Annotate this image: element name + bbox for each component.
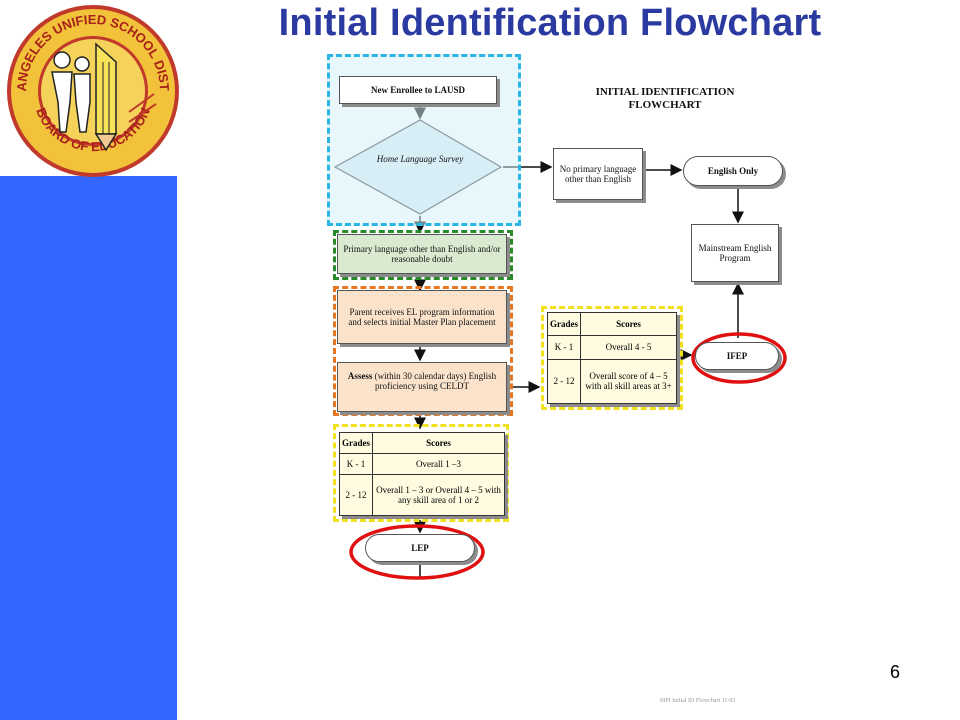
ifep-table-header-grades: Grades <box>547 311 581 337</box>
table-cell: K - 1 <box>339 453 373 476</box>
new-enrollee-box: New Enrollee to LAUSD <box>339 76 497 104</box>
flowchart-diagram: INITIAL IDENTIFICATION FLOWCHART New Enr… <box>325 50 795 590</box>
lep-highlight-circle <box>349 524 485 580</box>
table-row: 2 - 12 Overall score of 4 – 5 with all s… <box>547 358 677 405</box>
table-cell: Overall 1 –3 <box>372 453 505 476</box>
flowchart-title-line2: FLOWCHART <box>628 99 702 112</box>
table-row: 2 - 12 Overall 1 – 3 or Overall 4 – 5 wi… <box>339 474 505 516</box>
no-primary-language-box: No primary language other than English <box>553 148 643 200</box>
lep-box: LEP <box>365 534 475 562</box>
table-cell: Overall 4 - 5 <box>580 335 677 360</box>
page-number: 6 <box>890 662 901 682</box>
home-language-survey-label: Home Language Survey <box>376 154 464 164</box>
table-row: K - 1 Overall 1 –3 <box>339 453 505 476</box>
footer-note: MPI Initial ID Flowchart 11-03 <box>660 698 736 704</box>
english-only-box: English Only <box>683 156 783 186</box>
table-cell: 2 - 12 <box>547 358 581 405</box>
parent-receives-info-box: Parent receives EL program information a… <box>337 290 507 344</box>
assess-bold-label: Assess <box>347 371 373 381</box>
ifep-highlight-circle <box>691 332 787 384</box>
assess-box: Assess (within 30 calendar days) English… <box>337 362 507 412</box>
flowchart-title-line1: INITIAL IDENTIFICATION <box>595 86 735 98</box>
primary-language-other-box: Primary language other than English and/… <box>337 234 507 274</box>
lep-criteria-table: Grades Scores K - 1 Overall 1 –3 2 - 12 … <box>339 431 505 516</box>
lep-criteria-group-outline <box>333 424 509 522</box>
assessment-group-outline <box>333 286 513 416</box>
lep-table-header-scores: Scores <box>372 431 505 455</box>
table-cell: K - 1 <box>547 335 581 360</box>
ifep-criteria-table: Grades Scores K - 1 Overall 4 - 5 2 - 12… <box>547 311 677 405</box>
table-row: K - 1 Overall 4 - 5 <box>547 335 677 360</box>
side-color-strip <box>0 176 177 720</box>
table-cell: Overall score of 4 – 5 with all skill ar… <box>580 358 677 405</box>
primary-language-group-outline <box>333 230 513 280</box>
ifep-box: IFEP <box>695 342 779 370</box>
table-cell: Overall 1 – 3 or Overall 4 – 5 with any … <box>372 474 505 516</box>
lausd-seal-logo: LOS ANGELES UNIFIED SCHOOL DISTRICT BOAR… <box>0 0 182 180</box>
ifep-criteria-group-outline <box>541 306 683 410</box>
mainstream-english-program-box: Mainstream English Program <box>691 224 779 282</box>
flowchart-title: INITIAL IDENTIFICATION FLOWCHART <box>565 86 765 112</box>
slide-title: Initial Identification Flowchart <box>278 2 822 44</box>
lep-table-header-grades: Grades <box>339 431 373 455</box>
table-cell: 2 - 12 <box>339 474 373 516</box>
assess-rest-label: (within 30 calendar days) English profic… <box>374 371 497 392</box>
ifep-table-header-scores: Scores <box>580 311 677 337</box>
